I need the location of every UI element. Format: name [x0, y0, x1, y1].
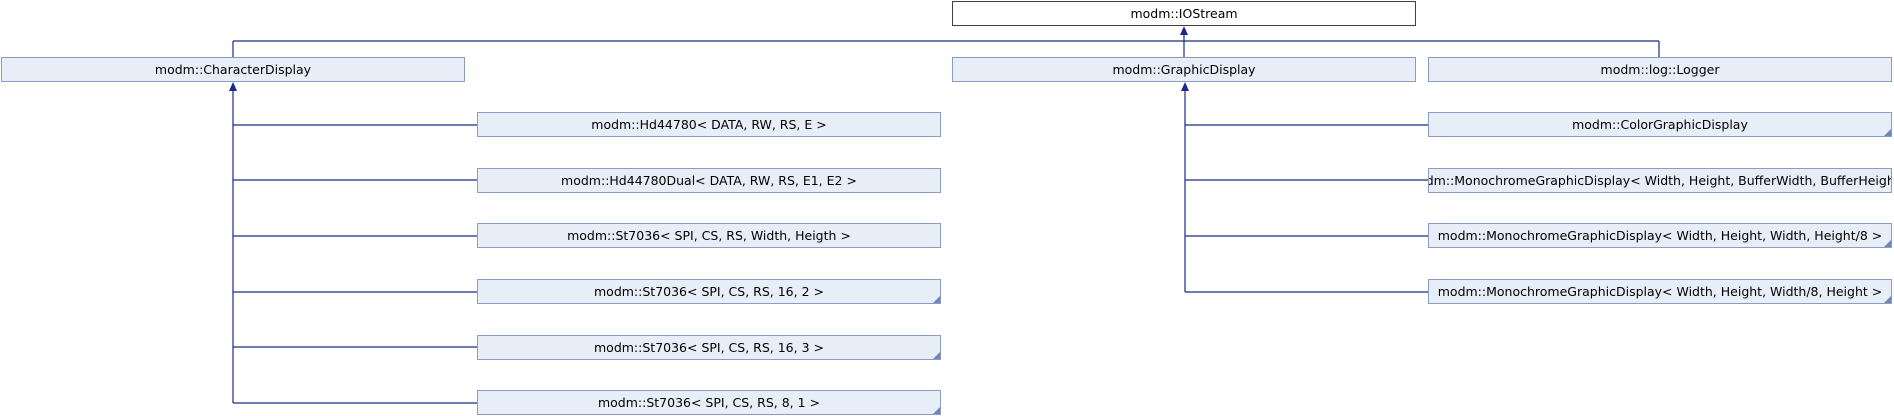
node-mono-height8[interactable]: modm::MonochromeGraphicDisplay< Width, H… [1428, 223, 1892, 248]
node-st7036-16-3[interactable]: modm::St7036< SPI, CS, RS, 16, 3 > [477, 335, 941, 360]
node-label: modm::St7036< SPI, CS, RS, 16, 3 > [594, 340, 824, 355]
node-label: modm::MonochromeGraphicDisplay< Width, H… [1437, 228, 1883, 243]
node-label: modm::CharacterDisplay [154, 62, 312, 77]
node-mono-buffer[interactable]: modm::MonochromeGraphicDisplay< Width, H… [1428, 168, 1892, 193]
node-st7036-generic[interactable]: modm::St7036< SPI, CS, RS, Width, Heigth… [477, 223, 941, 248]
template-instance-corner [1884, 296, 1891, 303]
node-label: modm::IOStream [1130, 6, 1238, 21]
node-label: modm::MonochromeGraphicDisplay< Width, H… [1428, 173, 1892, 188]
arrow-graphic-display [1181, 82, 1189, 91]
node-graphic-display[interactable]: modm::GraphicDisplay [952, 57, 1416, 82]
arrow-character-display [229, 82, 237, 91]
node-st7036-16-2[interactable]: modm::St7036< SPI, CS, RS, 16, 2 > [477, 279, 941, 304]
template-instance-corner [933, 296, 940, 303]
node-label: modm::ColorGraphicDisplay [1572, 117, 1748, 132]
template-instance-corner [933, 352, 940, 359]
node-character-display[interactable]: modm::CharacterDisplay [1, 57, 465, 82]
arrow-iostream [1180, 26, 1188, 35]
template-instance-corner [933, 407, 940, 414]
node-mono-width8[interactable]: modm::MonochromeGraphicDisplay< Width, H… [1428, 279, 1892, 304]
node-label: modm::Hd44780Dual< DATA, RW, RS, E1, E2 … [561, 173, 857, 188]
template-instance-corner [1884, 129, 1891, 136]
template-instance-corner [1884, 240, 1891, 247]
node-color-graphic-display[interactable]: modm::ColorGraphicDisplay [1428, 112, 1892, 137]
node-label: modm::GraphicDisplay [1112, 62, 1256, 77]
node-hd44780[interactable]: modm::Hd44780< DATA, RW, RS, E > [477, 112, 941, 137]
node-label: modm::log::Logger [1600, 62, 1720, 77]
node-label: modm::St7036< SPI, CS, RS, 16, 2 > [594, 284, 824, 299]
node-st7036-8-1[interactable]: modm::St7036< SPI, CS, RS, 8, 1 > [477, 390, 941, 415]
node-label: modm::Hd44780< DATA, RW, RS, E > [591, 117, 827, 132]
node-label: modm::St7036< SPI, CS, RS, Width, Heigth… [567, 228, 851, 243]
node-hd44780dual[interactable]: modm::Hd44780Dual< DATA, RW, RS, E1, E2 … [477, 168, 941, 193]
node-iostream[interactable]: modm::IOStream [952, 1, 1416, 26]
node-label: modm::MonochromeGraphicDisplay< Width, H… [1437, 284, 1883, 299]
node-label: modm::St7036< SPI, CS, RS, 8, 1 > [597, 395, 821, 410]
node-logger[interactable]: modm::log::Logger [1428, 57, 1892, 82]
